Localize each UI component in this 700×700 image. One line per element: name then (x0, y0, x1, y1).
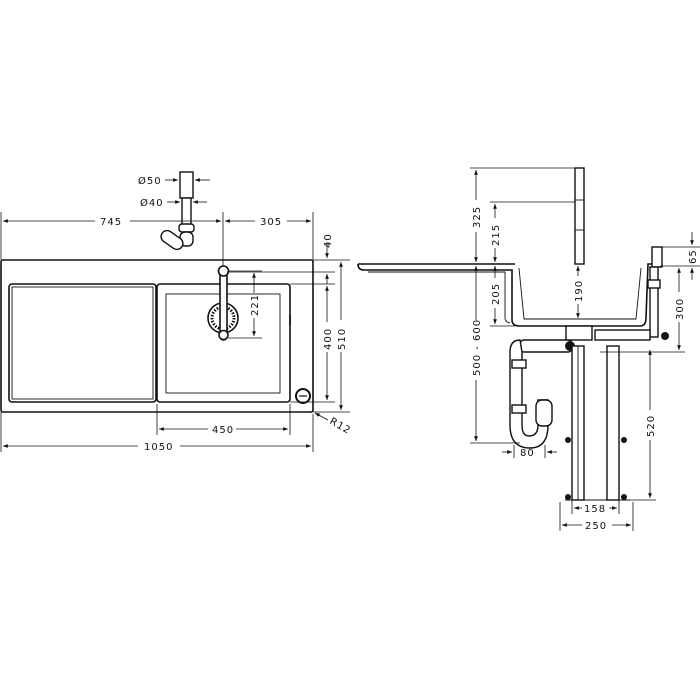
supply-pipe (160, 171, 195, 251)
top-dimensions: 745 305 Ø50 Ø40 40 400 510 (0, 175, 353, 453)
sink-profile (357, 263, 660, 327)
dim-1050: 1050 (144, 442, 173, 453)
side-view: 325 215 205 190 500 - 600 65 300 (357, 167, 700, 532)
dim-450: 450 (212, 425, 234, 436)
dim-r12: R12 (328, 416, 353, 437)
overflow-icon (295, 388, 311, 404)
faucet-top (217, 265, 230, 341)
drainboard (8, 283, 157, 403)
faucet-side (574, 167, 585, 265)
dim-510: 510 (337, 328, 348, 350)
dim-215: 215 (491, 224, 502, 246)
dim-300: 300 (675, 298, 686, 320)
dim-190: 190 (574, 280, 585, 302)
dim-dia-50: Ø50 (138, 175, 162, 187)
dim-65: 65 (688, 249, 699, 264)
top-view: 745 305 Ø50 Ø40 40 400 510 (0, 171, 353, 453)
dim-80: 80 (520, 448, 535, 459)
drainboard-inner (11, 286, 154, 400)
support-frame (565, 345, 630, 501)
dim-250: 250 (585, 521, 607, 532)
side-dimensions: 325 215 205 190 500 - 600 65 300 (470, 167, 700, 532)
dim-325: 325 (472, 206, 483, 228)
dim-745: 745 (100, 217, 122, 228)
soap-dispenser (647, 246, 669, 340)
dim-158: 158 (584, 504, 606, 515)
dim-221: 221 (250, 294, 261, 316)
dim-500-600: 500 - 600 (472, 319, 483, 376)
dim-dia-40: Ø40 (140, 197, 164, 209)
dim-305: 305 (260, 217, 282, 228)
drain-and-trap (509, 325, 651, 449)
dim-40: 40 (323, 233, 334, 248)
dim-400: 400 (323, 328, 334, 350)
dim-520: 520 (646, 415, 657, 437)
dim-205: 205 (491, 283, 502, 305)
